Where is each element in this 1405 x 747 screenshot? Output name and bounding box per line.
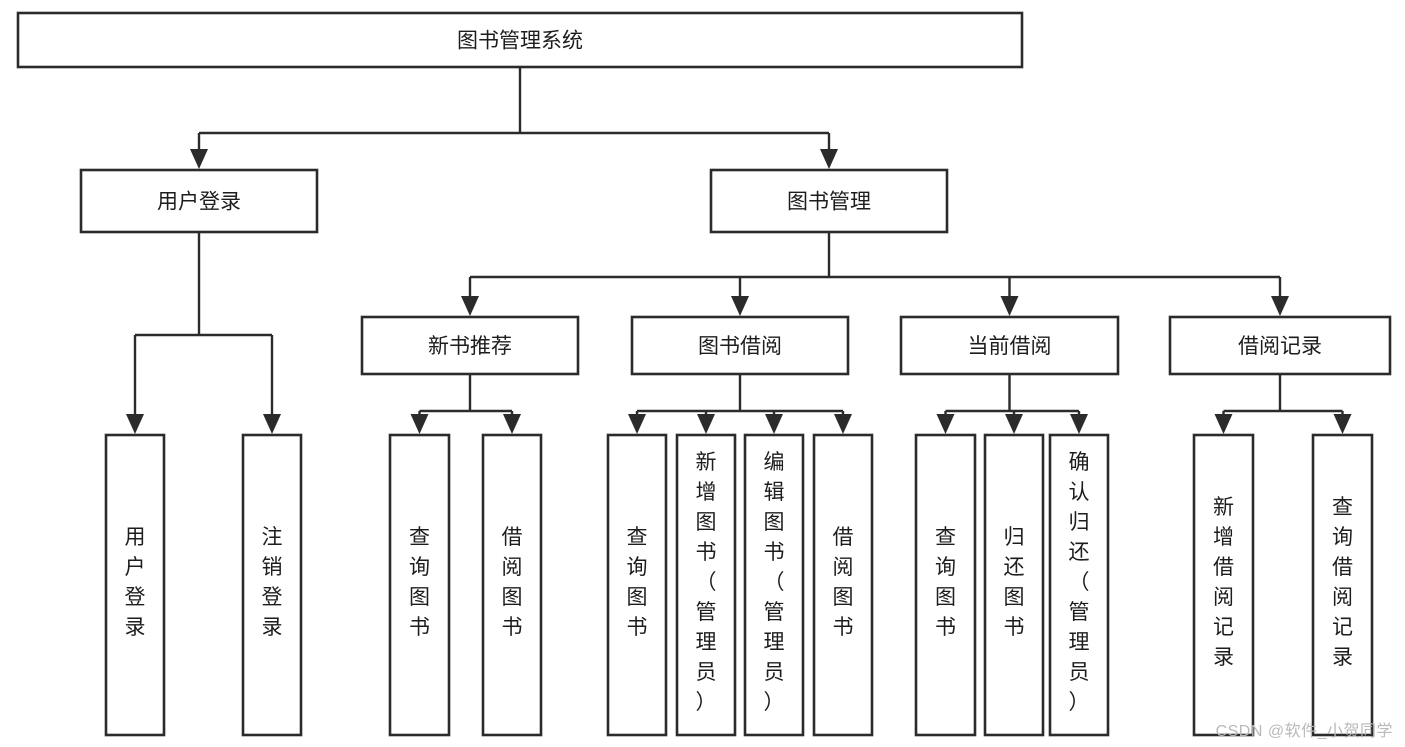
- node-leaf-return-book[interactable]: 归还图书: [983, 433, 1045, 737]
- node-leaf-query-book-3[interactable]: 查询图书: [914, 433, 977, 737]
- node-leaf-query-book-1-label: 查询图书: [409, 526, 430, 639]
- node-leaf-query-book-3-label: 查询图书: [935, 526, 956, 639]
- node-leaf-user-login[interactable]: 用户登录: [104, 433, 166, 737]
- edge-arrowhead: [1070, 414, 1088, 434]
- node-leaf-logout-rect: [241, 433, 303, 737]
- node-root-label: 图书管理系统: [457, 30, 583, 53]
- edge-arrowhead: [697, 414, 715, 434]
- node-leaf-add-book[interactable]: 新增图书（管理员）: [675, 433, 737, 737]
- edge-arrowhead: [1271, 296, 1289, 316]
- node-leaf-query-book-2-label: 查询图书: [627, 526, 648, 639]
- edge-arrowhead: [1005, 414, 1023, 434]
- edge-arrowhead: [126, 414, 144, 434]
- node-leaf-borrow-book-1[interactable]: 借阅图书: [481, 433, 543, 737]
- node-current-borrow[interactable]: 当前借阅: [899, 315, 1120, 376]
- edge-arrowhead: [1333, 414, 1352, 434]
- node-new-book-recommend[interactable]: 新书推荐: [360, 315, 580, 376]
- node-leaf-borrow-book-1-label: 借阅图书: [502, 526, 523, 639]
- node-leaf-logout[interactable]: 注销登录: [241, 433, 303, 737]
- node-borrow-record[interactable]: 借阅记录: [1168, 315, 1392, 376]
- node-borrow-record-rect: [1168, 315, 1392, 376]
- node-leaf-query-book-2-rect: [606, 433, 668, 737]
- nodes-layer: 图书管理系统用户登录图书管理新书推荐图书借阅当前借阅借阅记录用户登录注销登录查询…: [16, 11, 1392, 737]
- node-current-borrow-label: 当前借阅: [968, 335, 1052, 358]
- node-book-management-rect: [709, 168, 949, 234]
- node-leaf-return-book-rect: [983, 433, 1045, 737]
- node-leaf-query-record-label: 查询借阅记录: [1332, 496, 1353, 669]
- edge-arrowhead: [628, 414, 646, 434]
- node-leaf-add-book-rect: [675, 433, 737, 737]
- node-book-management-label: 图书管理: [787, 191, 871, 214]
- node-leaf-confirm-return-label: 确认归还（管理员）: [1069, 451, 1090, 714]
- node-leaf-logout-label: 注销登录: [262, 526, 283, 639]
- node-leaf-query-book-2[interactable]: 查询图书: [606, 433, 668, 737]
- node-borrow-record-label: 借阅记录: [1238, 335, 1322, 358]
- node-user-login-rect: [79, 168, 319, 234]
- edge-arrowhead: [190, 149, 208, 169]
- edge-arrowhead: [1214, 414, 1233, 434]
- node-root[interactable]: 图书管理系统: [16, 11, 1024, 69]
- node-leaf-edit-book-rect: [743, 433, 805, 737]
- node-book-borrow-rect: [630, 315, 850, 376]
- node-leaf-user-login-rect: [104, 433, 166, 737]
- node-leaf-query-record-rect: [1311, 433, 1374, 737]
- node-leaf-confirm-return-rect: [1048, 433, 1110, 737]
- node-leaf-borrow-book-1-rect: [481, 433, 543, 737]
- node-book-borrow-label: 图书借阅: [698, 335, 782, 358]
- edge-arrowhead: [1000, 296, 1019, 316]
- edge-arrowhead: [765, 414, 783, 434]
- node-leaf-borrow-book-2-label: 借阅图书: [833, 526, 854, 639]
- node-leaf-add-book-label: 新增图书（管理员）: [696, 451, 717, 714]
- edge-arrowhead: [461, 296, 479, 316]
- node-leaf-add-record-label: 新增借阅记录: [1213, 496, 1234, 669]
- edge-arrowhead: [731, 296, 749, 316]
- node-leaf-borrow-book-2-rect: [812, 433, 874, 737]
- node-leaf-confirm-return[interactable]: 确认归还（管理员）: [1048, 433, 1110, 737]
- node-user-login-label: 用户登录: [157, 191, 241, 214]
- node-leaf-edit-book-label: 编辑图书（管理员）: [764, 451, 785, 714]
- node-leaf-query-book-1[interactable]: 查询图书: [388, 433, 451, 737]
- node-leaf-user-login-label: 用户登录: [125, 526, 146, 639]
- node-leaf-add-record-rect: [1192, 433, 1255, 737]
- edge-arrowhead: [503, 414, 521, 434]
- node-leaf-query-book-1-rect: [388, 433, 451, 737]
- node-leaf-return-book-label: 归还图书: [1004, 526, 1025, 639]
- node-new-book-recommend-rect: [360, 315, 580, 376]
- edge-arrowhead: [834, 414, 852, 434]
- csdn-watermark: CSDN @软件_小贺同学: [1215, 723, 1393, 740]
- node-book-borrow[interactable]: 图书借阅: [630, 315, 850, 376]
- edge-arrowhead: [263, 414, 281, 434]
- edge-arrowhead: [820, 149, 838, 169]
- node-root-rect: [16, 11, 1024, 69]
- node-leaf-edit-book[interactable]: 编辑图书（管理员）: [743, 433, 805, 737]
- edges-layer: [126, 67, 1352, 434]
- node-leaf-add-record[interactable]: 新增借阅记录: [1192, 433, 1255, 737]
- edge-arrowhead: [936, 414, 955, 434]
- node-user-login[interactable]: 用户登录: [79, 168, 319, 234]
- node-leaf-query-record[interactable]: 查询借阅记录: [1311, 433, 1374, 737]
- node-leaf-query-book-3-rect: [914, 433, 977, 737]
- node-current-borrow-rect: [899, 315, 1120, 376]
- edge-arrowhead: [410, 414, 429, 434]
- node-book-management[interactable]: 图书管理: [709, 168, 949, 234]
- node-leaf-borrow-book-2[interactable]: 借阅图书: [812, 433, 874, 737]
- node-new-book-recommend-label: 新书推荐: [428, 335, 512, 358]
